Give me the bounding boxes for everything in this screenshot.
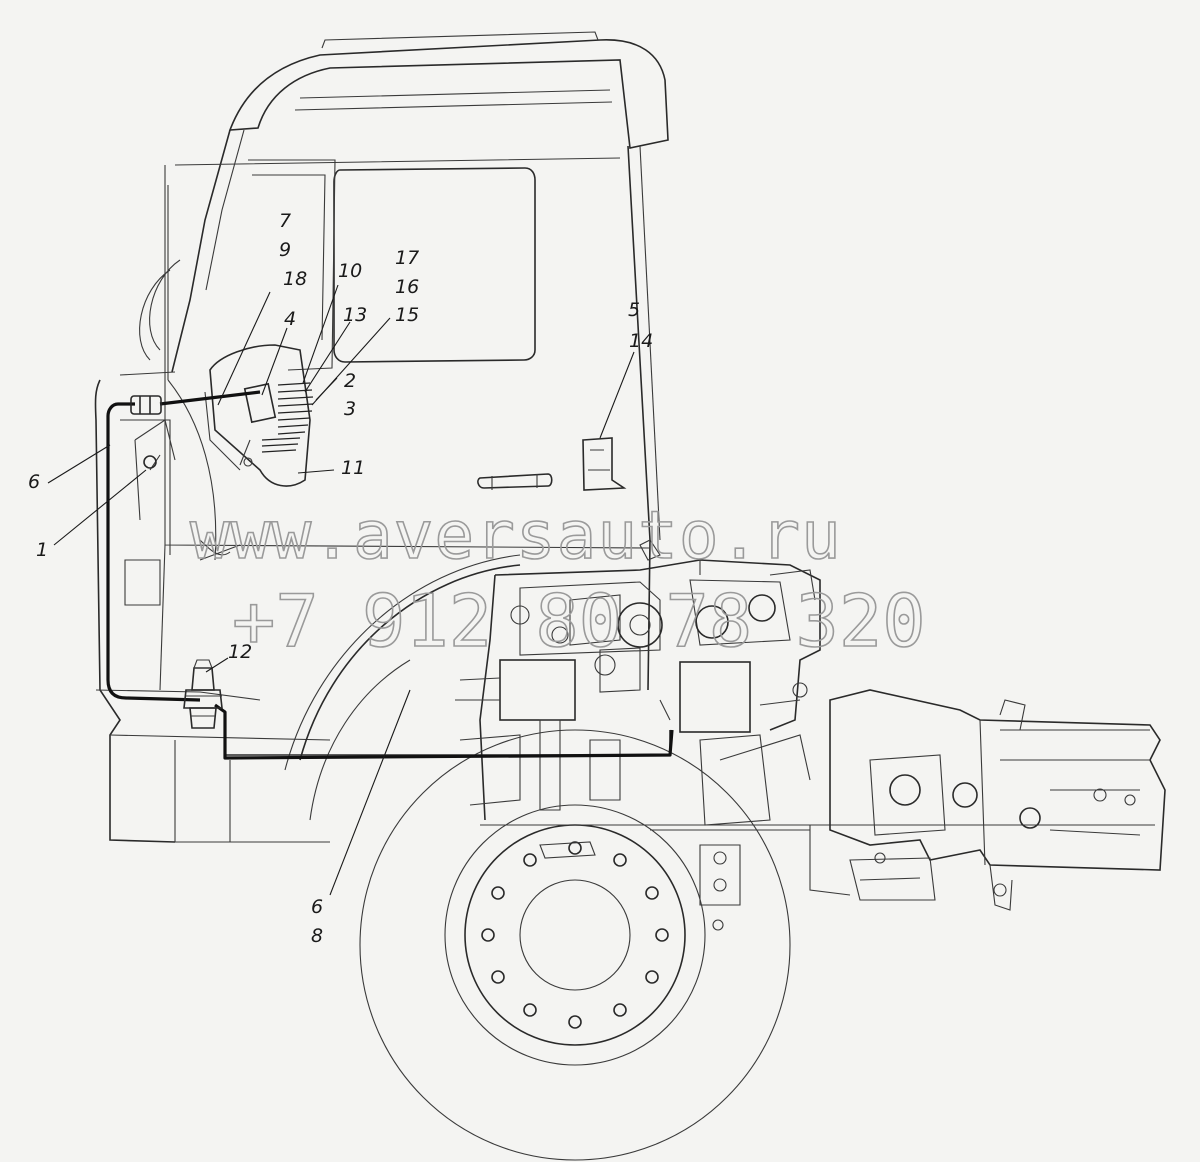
- callout-7: 7: [279, 210, 291, 232]
- transmission: [829, 689, 1166, 911]
- pedal-assembly: [134, 344, 314, 561]
- watermark: www.aversauto.ru +7 912 80 78 320: [189, 496, 926, 664]
- callout-6-bottom: 6: [311, 896, 323, 918]
- callout-labels: 7 9 18 4 10 17 16 13 15 2 3 11 5 14 6 1 …: [28, 210, 653, 947]
- callout-11: 11: [341, 457, 365, 479]
- callout-12: 12: [228, 641, 252, 663]
- hydraulic-line: [106, 390, 674, 760]
- callout-14: 14: [629, 330, 653, 352]
- callout-13: 13: [343, 304, 367, 326]
- callout-1: 1: [36, 539, 48, 561]
- callout-4: 4: [284, 308, 296, 330]
- watermark-url: www.aversauto.ru: [190, 497, 842, 574]
- callout-9: 9: [279, 239, 291, 261]
- callout-6-left: 6: [28, 471, 40, 493]
- callout-2: 2: [344, 370, 356, 392]
- door-bracket: [582, 437, 627, 491]
- callout-5: 5: [628, 299, 640, 321]
- callout-15: 15: [395, 304, 419, 326]
- leader-lines: [47, 284, 635, 896]
- callout-8: 8: [311, 925, 323, 947]
- callout-17: 17: [395, 247, 419, 269]
- wheel-arch: [284, 554, 521, 821]
- watermark-phone: +7 912 80 78 320: [232, 579, 926, 663]
- callout-3: 3: [344, 398, 356, 420]
- wheel: [359, 729, 791, 1161]
- engine: [455, 539, 821, 931]
- callout-16: 16: [395, 276, 419, 298]
- cab-outline: [94, 31, 669, 843]
- callout-10: 10: [338, 260, 362, 282]
- callout-18: 18: [283, 268, 307, 290]
